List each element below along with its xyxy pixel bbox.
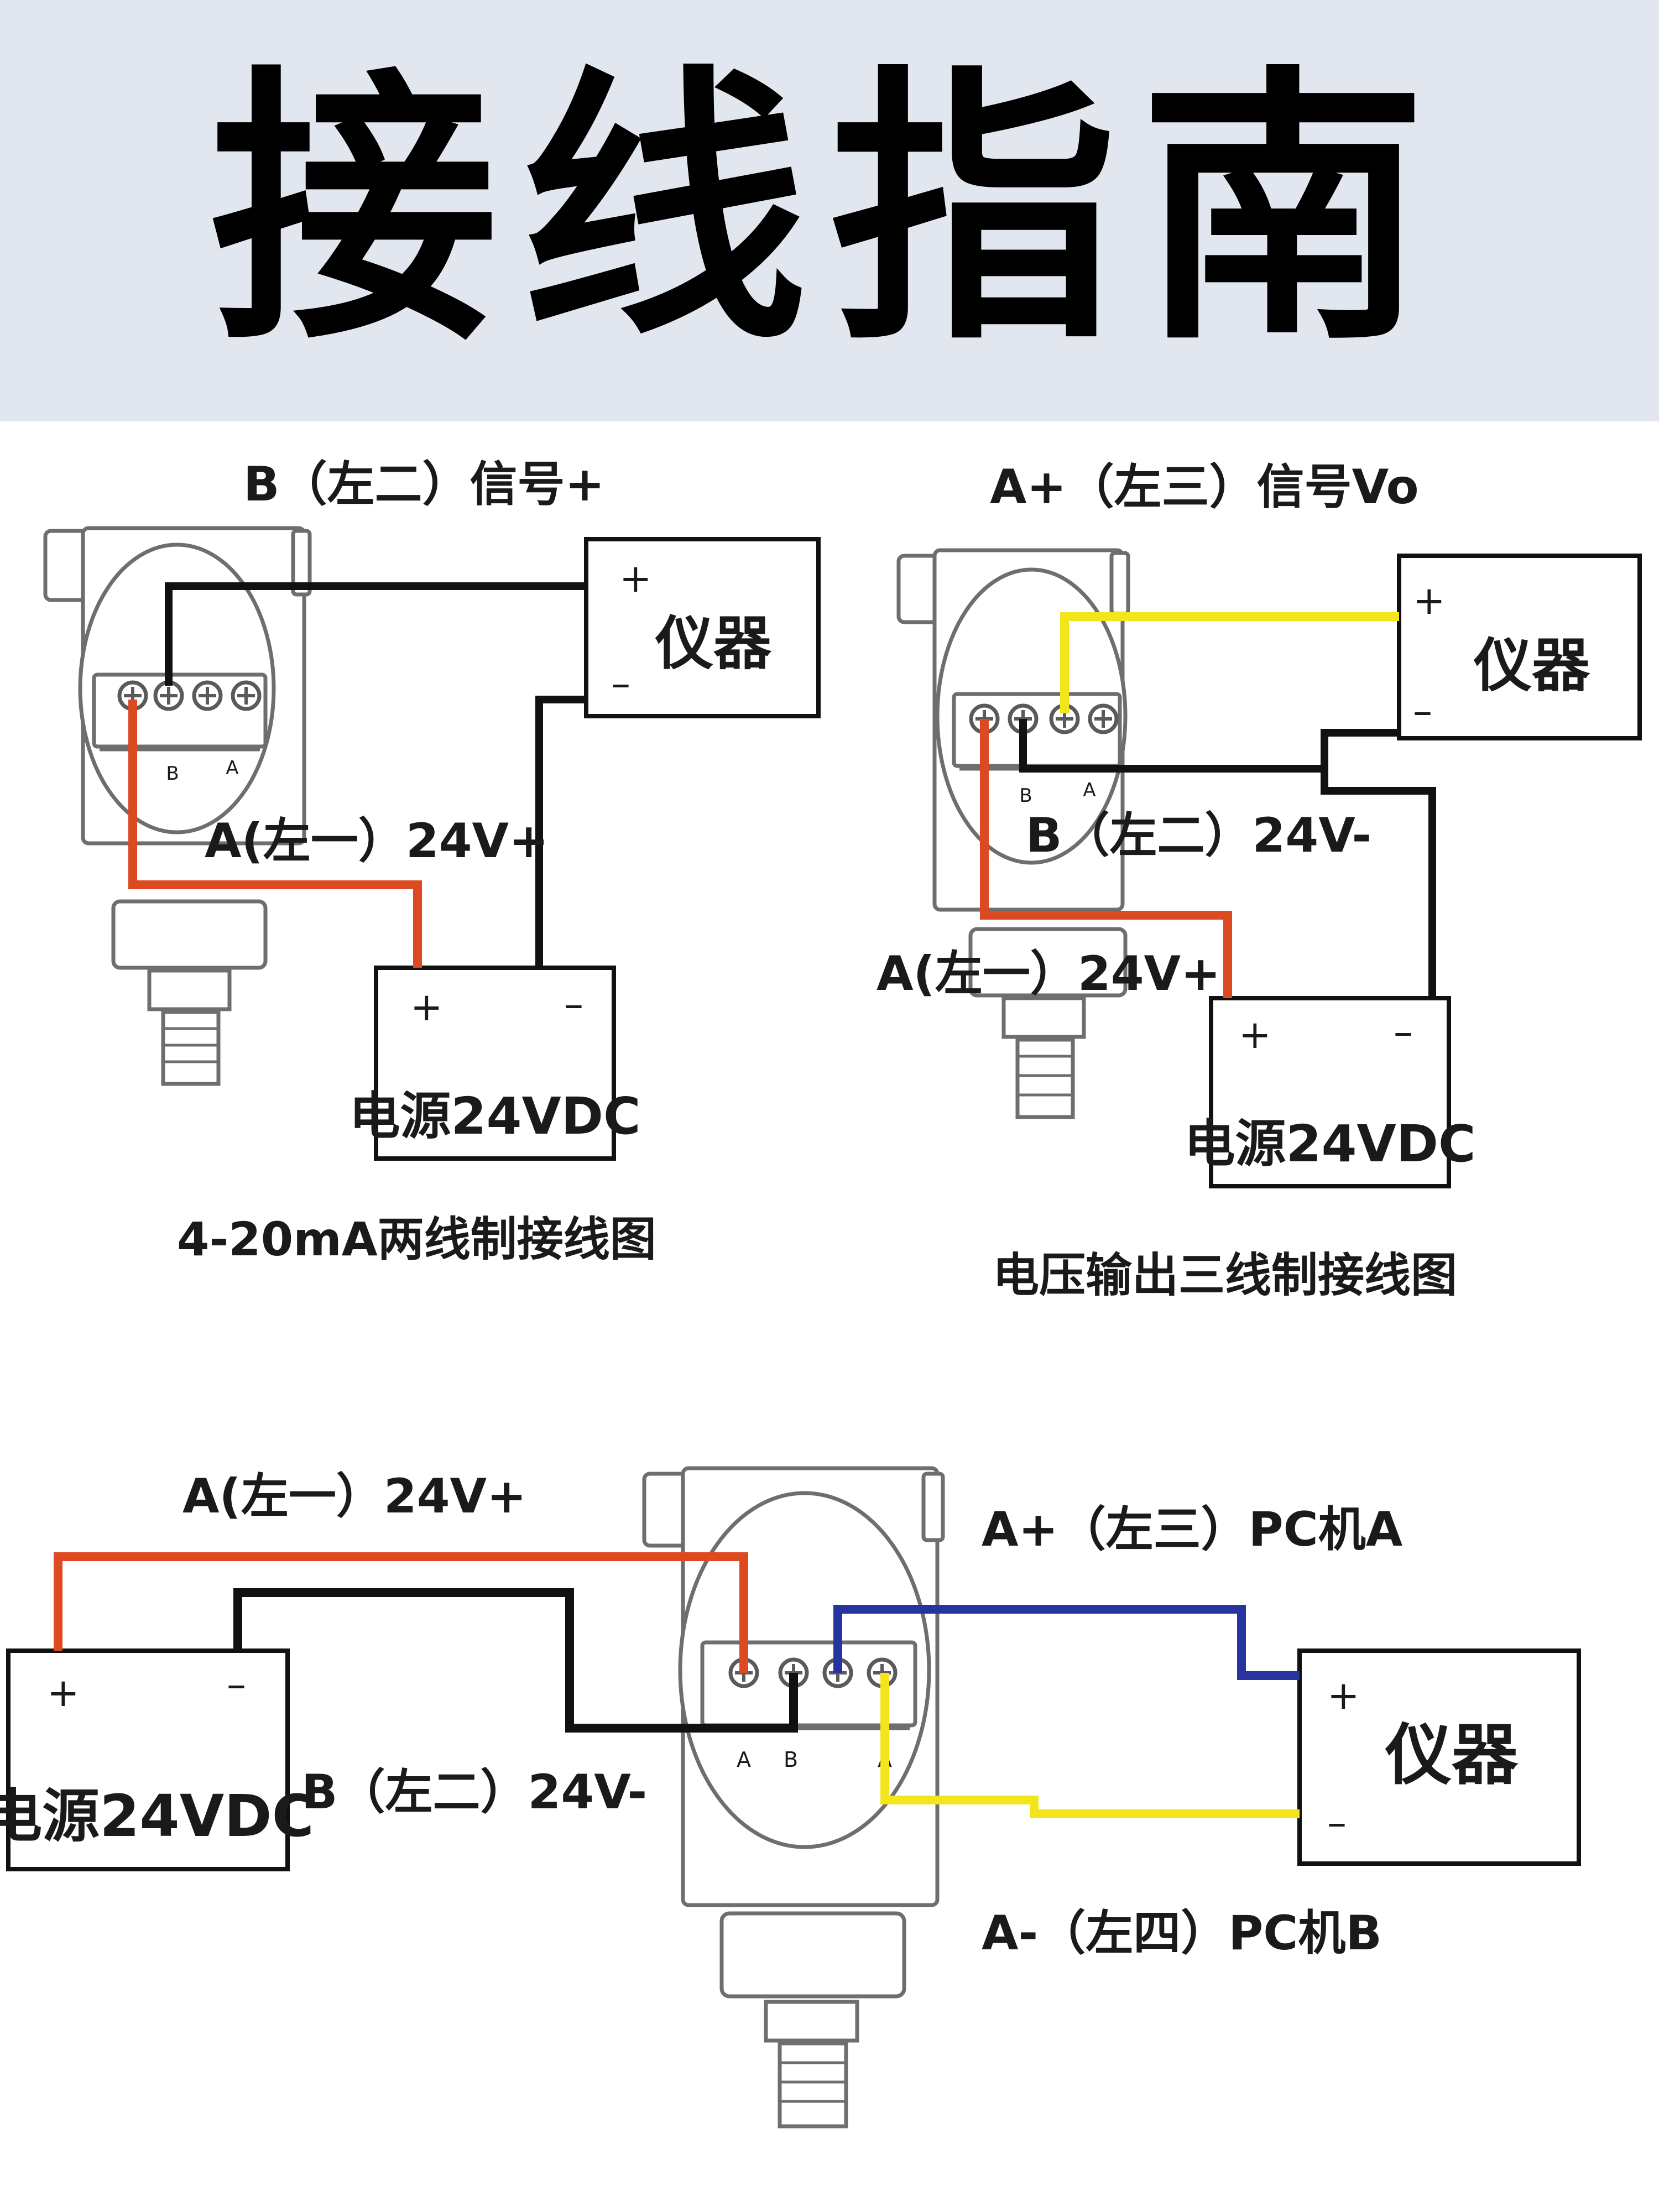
power-box-3 <box>6 1648 290 1871</box>
power-minus-1: – <box>564 982 583 1027</box>
power-box-2 <box>1209 996 1451 1188</box>
instrument-plus-3: + <box>1327 1673 1360 1718</box>
instrument-box-2 <box>1397 554 1642 740</box>
instrument-plus-1: + <box>619 556 652 601</box>
instrument-box-3 <box>1297 1648 1581 1866</box>
wire-power-red-2 <box>980 719 1232 998</box>
caption-three-wire: 电压输出三线制接线图 <box>993 1248 1457 1302</box>
wire-signal-yellow-2 <box>1060 612 1399 713</box>
power-box-1 <box>374 966 616 1161</box>
power-minus-3: – <box>227 1662 246 1707</box>
instrument-minus-2: – <box>1413 688 1432 734</box>
wire-power-red-3 <box>54 1552 748 1673</box>
instrument-label-1: 仪器 <box>655 610 772 677</box>
diagram-two-wire: B A + – 仪器 + – 电源24VDC B（左二）信号+ A(左一）24V… <box>43 457 821 1266</box>
terminal-mark-b-2: B <box>1019 785 1032 807</box>
caption-two-wire: 4-20mA两线制接线图 <box>177 1212 656 1266</box>
label-power-2: A(左一）24V+ <box>877 946 1220 1001</box>
instrument-box-1 <box>584 537 821 718</box>
terminal-mark-a: A <box>226 757 238 779</box>
label-signal-2: A+（左三）信号Vo <box>990 460 1419 515</box>
power-label-1: 电源24VDC <box>349 1087 640 1146</box>
wire-negative-black-3 <box>233 1588 798 1733</box>
wire-power-negative-black-2 <box>1321 769 1436 998</box>
power-label-2: 电源24VDC <box>1184 1114 1475 1173</box>
power-plus-2: + <box>1239 1012 1271 1057</box>
terminal-mark-a-2: A <box>1083 779 1095 801</box>
diagram-four-wire: A B A + – 电源24VDC + – 仪器 A(左一）24V+ B（左二）… <box>0 1466 1581 2128</box>
power-minus-2: – <box>1394 1009 1413 1055</box>
label-power-3: A(左一）24V+ <box>182 1469 526 1524</box>
diagram-three-wire: B A + – 仪器 + – 电源24VDC A+（左三）信号Vo B（左二）2… <box>877 460 1642 1302</box>
power-label-3: 电源24VDC <box>0 1782 314 1850</box>
transmitter-1 <box>43 526 312 1086</box>
terminal-mark-a-3: A <box>737 1747 751 1772</box>
wire-pc-a-blue-3 <box>833 1605 1300 1680</box>
wire-signal-black-1 <box>165 582 586 686</box>
label-pc-b-3: A-（左四）PC机B <box>982 1906 1382 1961</box>
label-power-1: A(左一）24V+ <box>205 813 549 869</box>
wire-power-red-1 <box>128 700 422 968</box>
wire-return-black-1 <box>535 696 586 968</box>
instrument-label-3: 仪器 <box>1385 1717 1519 1794</box>
instrument-label-2: 仪器 <box>1473 632 1590 700</box>
instrument-minus-3: – <box>1327 1800 1347 1845</box>
label-signal-1: B（左二）信号+ <box>243 457 605 512</box>
instrument-plus-2: + <box>1413 578 1446 623</box>
label-negative-2: B（左二）24V- <box>1026 808 1371 863</box>
label-negative-3: B（左二）24V- <box>301 1765 647 1820</box>
title-banner <box>0 0 1659 421</box>
terminal-mark-b: B <box>166 763 179 785</box>
power-plus-3: + <box>47 1670 80 1715</box>
label-pc-a-3: A+（左三）PC机A <box>982 1502 1403 1557</box>
page-title: 接线指南 <box>210 43 1449 378</box>
terminal-mark-b-3: B <box>784 1747 798 1772</box>
wire-pc-b-yellow-3 <box>880 1673 1300 1818</box>
instrument-minus-1: – <box>611 661 630 706</box>
power-plus-1: + <box>410 984 443 1030</box>
